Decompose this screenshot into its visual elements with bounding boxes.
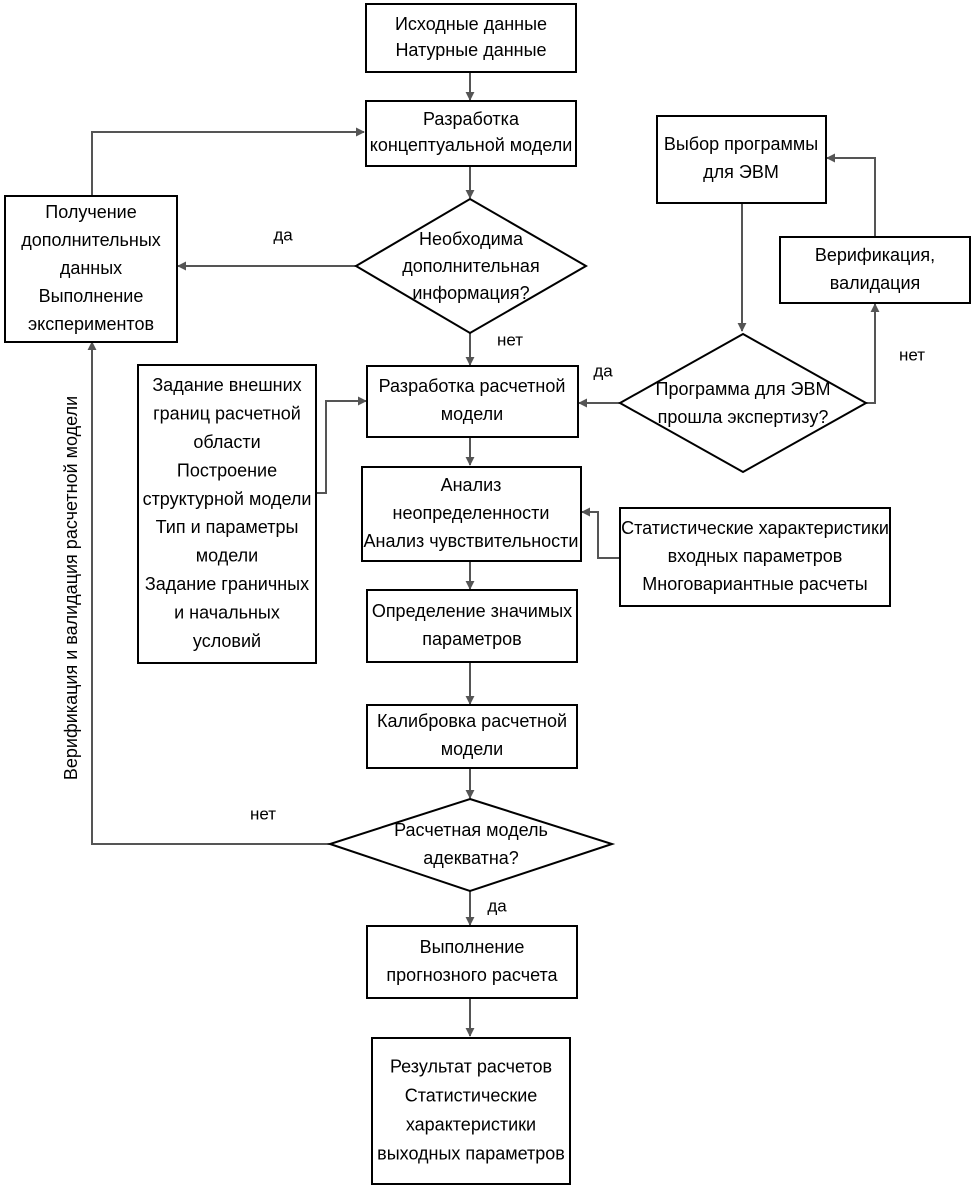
node-calibration: Калибровка расчетной модели — [366, 704, 578, 769]
node-computational-model: Разработка расчетной модели — [366, 365, 579, 438]
decision-need-info-label: Необходима дополнительная информация? — [402, 229, 539, 303]
label-line: входных параметров — [668, 546, 843, 566]
label-line: модели — [196, 545, 258, 565]
edge-label-need-info-no: нет — [497, 330, 523, 349]
label-line: Расчетная модель — [394, 820, 548, 840]
edges — [87, 72, 880, 1037]
decision-expertise: Программа для ЭВМ прошла экспертизу? — [617, 332, 869, 474]
label-line: модели — [441, 739, 503, 759]
edge-expertise-no — [866, 303, 880, 404]
label-line: информация? — [412, 283, 529, 303]
node-program-choice-label: Выбор программы для ЭВМ — [664, 134, 818, 182]
label-line: Выбор программы — [664, 134, 818, 154]
edge-label-expertise-no: нет — [899, 345, 925, 364]
label-line: Задание граничных — [145, 574, 309, 594]
label-line: прошла экспертизу? — [658, 407, 829, 427]
label-line: Калибровка расчетной — [377, 711, 567, 731]
label-line: и начальных — [174, 602, 280, 622]
label-line: Тип и параметры — [156, 517, 299, 537]
label-line: Натурные данные — [395, 40, 546, 60]
node-stats-input: Статистические характеристики входных пар… — [619, 507, 891, 607]
node-conceptual-model: Разработка концептуальной модели — [365, 100, 577, 167]
edge-boundaries-to-model — [316, 396, 367, 494]
label-line: для ЭВМ — [703, 162, 779, 182]
label-line: дополнительных — [21, 230, 161, 250]
edge-label-adequate-no: нет — [250, 804, 276, 823]
label-line: данных — [60, 258, 122, 278]
node-significant-params-label: Определение значимых параметров — [372, 601, 572, 649]
label-line: концептуальной модели — [370, 135, 573, 155]
label-line: Программа для ЭВМ — [656, 379, 831, 399]
node-computational-model-label: Разработка расчетной модели — [379, 376, 566, 424]
decision-adequate: Расчетная модель адекватна? — [326, 797, 616, 893]
label-line: Выполнение — [420, 937, 525, 957]
label-line: дополнительная — [402, 256, 539, 276]
label-line: Статистические — [405, 1085, 538, 1105]
node-program-choice: Выбор программы для ЭВМ — [656, 115, 827, 204]
label-line: Необходима — [419, 229, 524, 249]
node-verification: Верификация, валидация — [779, 236, 971, 304]
edge-extra-data-back-to-conceptual — [91, 127, 365, 196]
label-line: условий — [193, 631, 261, 651]
label-line: структурной модели — [143, 489, 312, 509]
node-significant-params: Определение значимых параметров — [366, 589, 578, 663]
edge-label-expertise-yes: да — [593, 361, 613, 380]
label-line: Исходные данные — [395, 14, 547, 34]
decision-expertise-label: Программа для ЭВМ прошла экспертизу? — [656, 379, 831, 427]
label-line: валидация — [830, 273, 921, 293]
label-line: Статистические характеристики — [621, 518, 889, 538]
label-line: Выполнение — [39, 286, 144, 306]
label-line: характеристики — [406, 1114, 536, 1134]
node-forecast-label: Выполнение прогнозного расчета — [386, 937, 558, 985]
decision-adequate-label: Расчетная модель адекватна? — [394, 820, 548, 868]
label-line: адекватна? — [423, 848, 519, 868]
label-line: Верификация, — [815, 245, 935, 265]
node-stats-input-label: Статистические характеристики входных пар… — [621, 518, 889, 594]
label-line: Построение — [177, 460, 277, 480]
label-line: прогнозного расчета — [386, 965, 558, 985]
label-line: выходных параметров — [377, 1143, 565, 1163]
decision-need-info: Необходима дополнительная информация? — [354, 197, 588, 335]
label-line: Анализ чувствительности — [364, 531, 579, 551]
label-line: Разработка — [423, 109, 520, 129]
label-line: Задание внешних — [152, 375, 301, 395]
edge-adequate-no — [87, 341, 330, 845]
label-line: Анализ — [441, 475, 502, 495]
node-conceptual-model-label: Разработка концептуальной модели — [370, 109, 573, 155]
edge-labels: да нет да нет нет да — [250, 225, 925, 915]
node-calibration-label: Калибровка расчетной модели — [377, 711, 567, 759]
label-line: экспериментов — [28, 314, 154, 334]
label-line: области — [193, 432, 260, 452]
edge-label-adequate-yes: да — [487, 896, 507, 915]
edge-label-need-info-yes: да — [273, 225, 293, 244]
edge-stats-to-uncertainty — [581, 507, 620, 559]
label-line: параметров — [422, 629, 521, 649]
edge-verification-to-program — [826, 153, 876, 236]
node-forecast: Выполнение прогнозного расчета — [366, 925, 578, 999]
label-line: Определение значимых — [372, 601, 572, 621]
label-line: неопределенности — [393, 503, 550, 523]
label-line: Разработка расчетной — [379, 376, 566, 396]
side-label-verification-validation: Верификация и валидация расчетной модели — [61, 396, 81, 780]
label-line: границ расчетной — [153, 403, 301, 423]
label-line: модели — [441, 404, 503, 424]
label-line: Многовариантные расчеты — [642, 574, 867, 594]
label-line: Результат расчетов — [390, 1056, 552, 1076]
label-line: Получение — [45, 202, 136, 222]
node-verification-label: Верификация, валидация — [815, 245, 935, 293]
